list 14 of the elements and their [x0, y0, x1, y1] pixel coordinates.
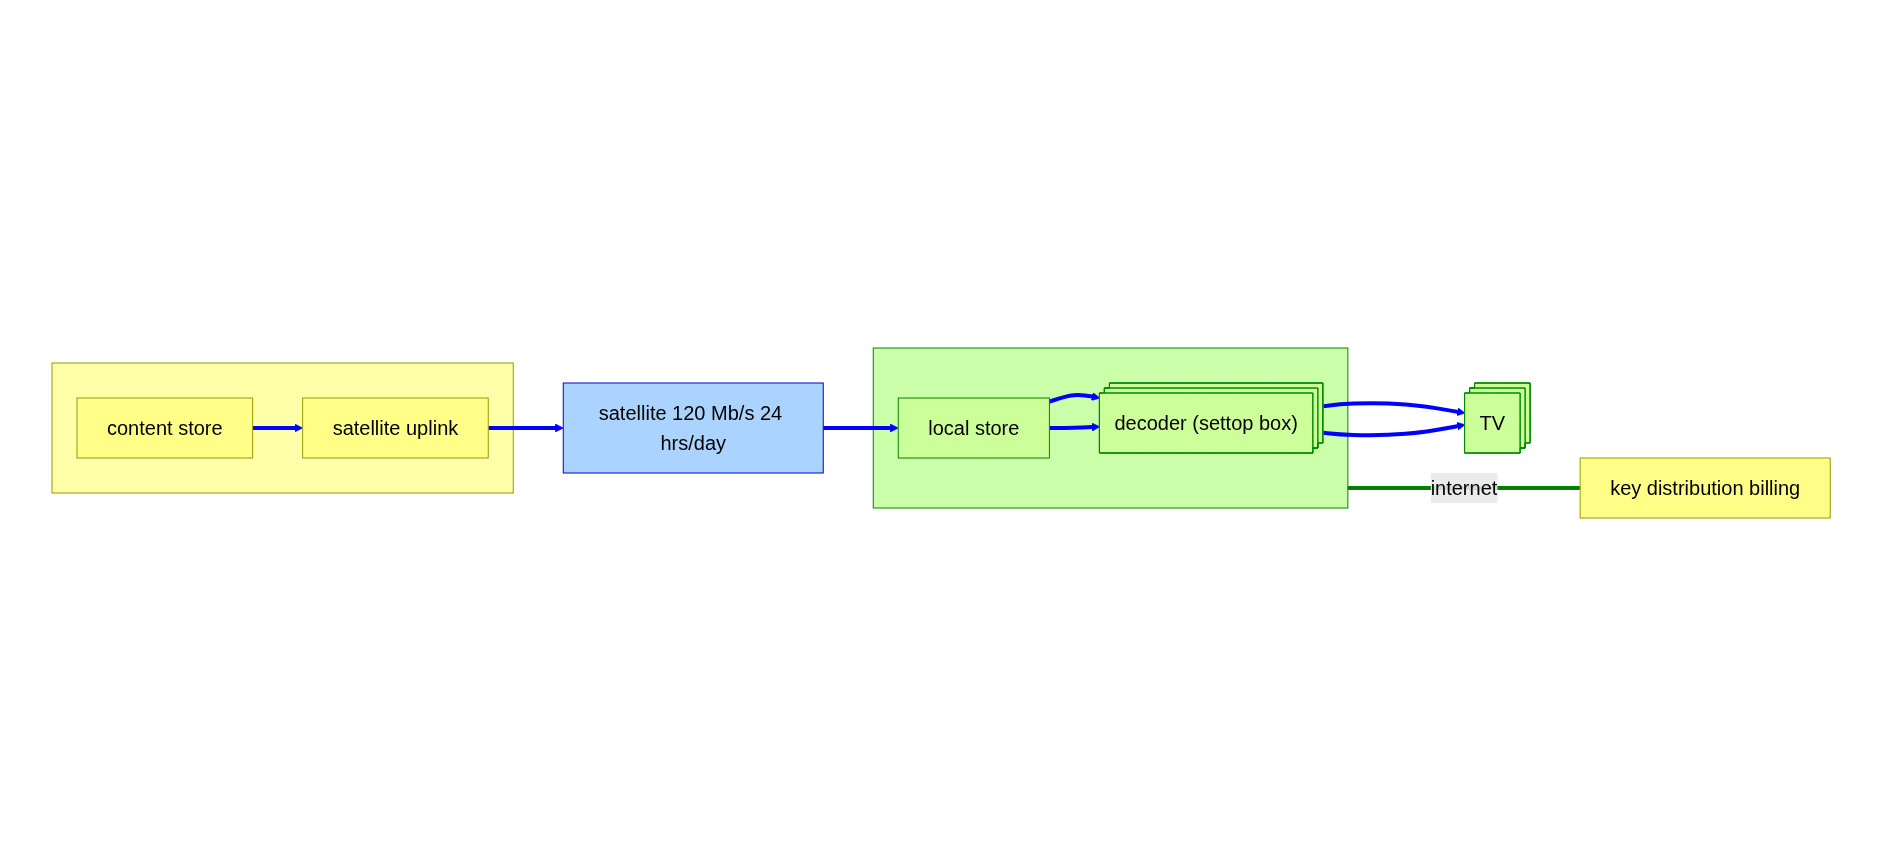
arrow	[253, 423, 304, 432]
arrow	[1049, 391, 1101, 404]
edge-label: internet	[1431, 476, 1498, 499]
node-box: satellite 120 Mb/s 24 hrs/day	[563, 382, 825, 473]
node-box: local store	[898, 397, 1051, 458]
node-box: content store	[76, 397, 254, 458]
arrow	[488, 423, 565, 432]
node-box: key distribution billing	[1580, 457, 1832, 518]
arrow	[1323, 421, 1466, 437]
arrow	[1323, 400, 1466, 416]
cluster	[873, 347, 1349, 508]
cluster	[51, 362, 515, 493]
arrow	[1049, 422, 1101, 431]
node-box: satellite uplink	[302, 397, 490, 458]
